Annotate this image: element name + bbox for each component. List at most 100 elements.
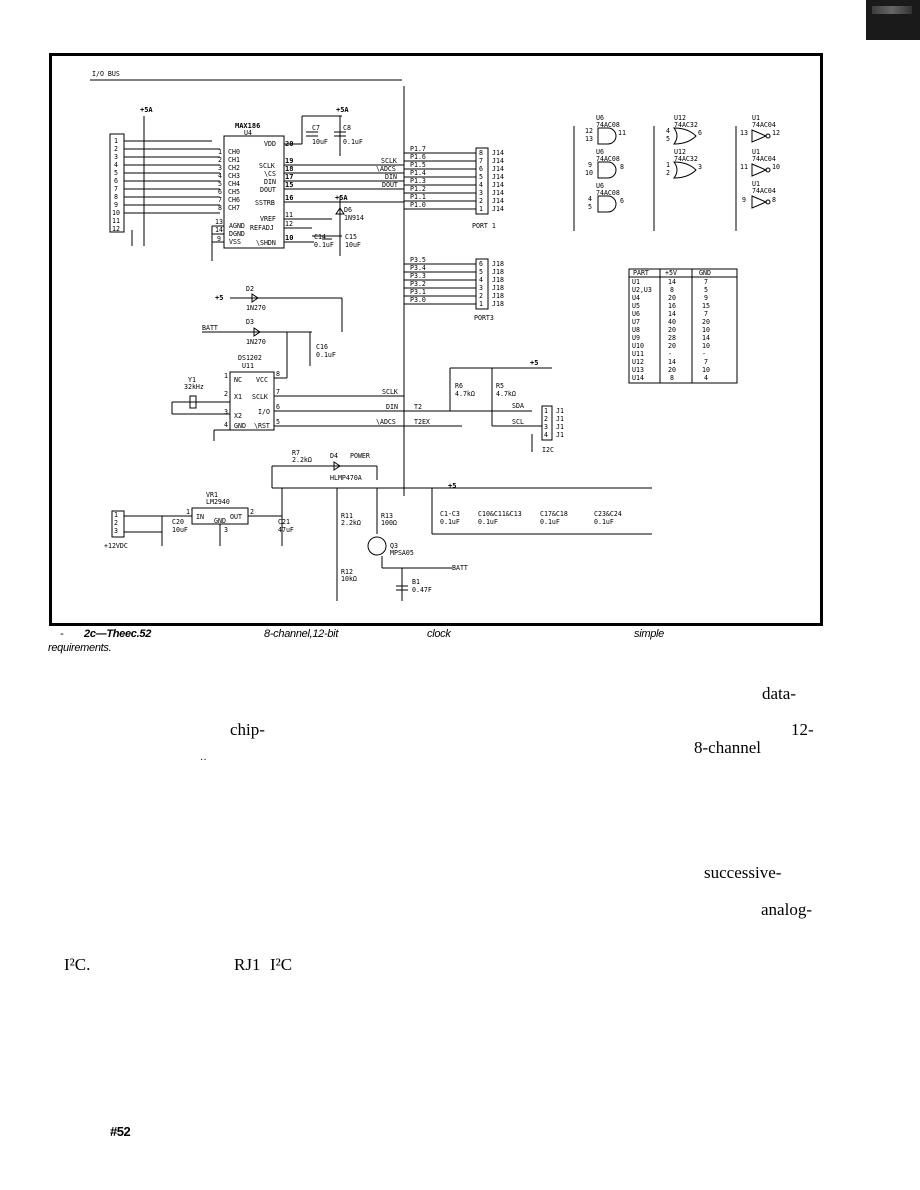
ja-pin: 12 [112, 225, 120, 233]
table-cell: U1 [632, 278, 640, 286]
adc-gnd-pin: AGND [229, 222, 245, 230]
caption-line2: requirements. [48, 642, 112, 654]
ja-pin: 11 [112, 217, 120, 225]
i2c-pin: 2 [544, 415, 548, 423]
transistor-ref: Q3 [390, 542, 398, 550]
port3-line: P3.3 [410, 272, 426, 280]
adc-pin-num: 12 [285, 220, 293, 228]
adc-gnd-pin: DGND [229, 230, 245, 238]
port3-pin: 5 [479, 268, 483, 276]
caption-part: 8-channel,12-bit [264, 628, 339, 640]
rtc-pin-num: 1 [224, 372, 228, 380]
gate-part: 74AC04 [752, 155, 776, 163]
rtc-ref: U11 [242, 362, 254, 370]
i2c-pin: 1 [544, 407, 548, 415]
gate-pin: 2 [666, 169, 670, 177]
table-cell: 14 [668, 358, 676, 366]
table-cell: 7 [704, 310, 708, 318]
port3-pin: 4 [479, 276, 483, 284]
port3-line: P3.4 [410, 264, 426, 272]
pullup-ref: R6 [455, 382, 463, 390]
input-label: +12VDC [104, 542, 128, 550]
i2c-conn: J1 [556, 423, 564, 431]
adc-channel-pin: 5 [218, 180, 222, 188]
i2c-conn: J1 [556, 415, 564, 423]
decoupling-ref: C10&C11&C13 [478, 510, 522, 518]
led-label: POWER [350, 452, 370, 460]
decoupling-val: 0.1uF [540, 518, 560, 526]
body-fragment: data- [762, 684, 796, 703]
table-cell: U12 [632, 358, 644, 366]
rtc-pin-num: 6 [276, 403, 280, 411]
table-cell: 14 [668, 278, 676, 286]
schematic-figure: I/O BUS +5A +5A +5A 1 2 3 4 5 6 7 8 9 10… [49, 53, 823, 626]
input-pin: 1 [114, 511, 118, 519]
cap-ref: C16 [316, 343, 328, 351]
adc-channel: CH6 [228, 196, 240, 204]
adc-pin-num: 10 [285, 234, 293, 242]
port3-label: PORT3 [474, 314, 494, 322]
adc-pin-name: REFADJ [250, 224, 274, 232]
adc-pin-num: 20 [285, 140, 293, 148]
transistor-part: MPSA05 [390, 549, 414, 557]
gate-pin: 11 [740, 163, 748, 171]
battery-val: 0.47F [412, 586, 432, 594]
adc-pin-name: \CS [264, 170, 276, 178]
power-label: +5A [140, 106, 153, 114]
port3-line: P3.1 [410, 288, 426, 296]
port1-pin: 3 [479, 189, 483, 197]
plus5-label: +5 [448, 482, 456, 490]
port1-conn: J14 [492, 205, 504, 213]
port1-signal: DIN [385, 173, 397, 181]
adc-channel-pin: 4 [218, 172, 222, 180]
adc-pin-name: VREF [260, 215, 276, 223]
cap-val: 0.1uF [343, 138, 363, 146]
port1-line: P1.0 [410, 201, 426, 209]
reg-pin: 3 [224, 526, 228, 534]
rtc-pin-num: 7 [276, 388, 280, 396]
ja-pin: 7 [114, 185, 118, 193]
gate-part: 74AC08 [596, 121, 620, 129]
rtc-net: DIN [386, 403, 398, 411]
reg-ref: VR1 [206, 491, 218, 499]
adc-channel-pin: 6 [218, 188, 222, 196]
gate-ref: U12 [674, 148, 686, 156]
table-cell: 20 [668, 326, 676, 334]
table-cell: 10 [702, 326, 710, 334]
port1-conn: J14 [492, 189, 504, 197]
adc-pin-num: 17 [285, 173, 293, 181]
table-cell: 20 [668, 366, 676, 374]
battery-net: BATT [452, 564, 468, 572]
table-cell: 16 [668, 302, 676, 310]
gate-part: 74AC08 [596, 189, 620, 197]
led-part: HLMP470A [330, 474, 362, 482]
power-label-3: +5A [335, 194, 348, 202]
gate-pin: 9 [588, 161, 592, 169]
adc-pin-num: 18 [285, 165, 293, 173]
adc-pin-name: DIN [264, 178, 276, 186]
power-label-2: +5A [336, 106, 349, 114]
adc-pin-num: 15 [285, 181, 293, 189]
port3-pin: 1 [479, 300, 483, 308]
i2c-label: I2C [542, 446, 554, 454]
table-header: +5V [665, 269, 677, 277]
rtc-net: T2EX [414, 418, 430, 426]
gate-pin: 8 [772, 196, 776, 204]
port1-line: P1.4 [410, 169, 426, 177]
port1-conn: J14 [492, 197, 504, 205]
table-cell: 20 [668, 294, 676, 302]
diode-part: 1N270 [246, 338, 266, 346]
adc-channel: CH1 [228, 156, 240, 164]
diode-part: 1N270 [246, 304, 266, 312]
rtc-pin: SCLK [252, 393, 268, 401]
gate-part: 74AC08 [596, 155, 620, 163]
rtc-net: SCLK [382, 388, 398, 396]
resistor-ref: R13 [381, 512, 393, 520]
gate-pin: 10 [772, 163, 780, 171]
gate-ref: U1 [752, 180, 760, 188]
cap-ref: C20 [172, 518, 184, 526]
decoupling-val: 0.1uF [594, 518, 614, 526]
port3-conn: J18 [492, 268, 504, 276]
rtc-pin-num: 2 [224, 390, 228, 398]
adc-channel-pin: 8 [218, 204, 222, 212]
